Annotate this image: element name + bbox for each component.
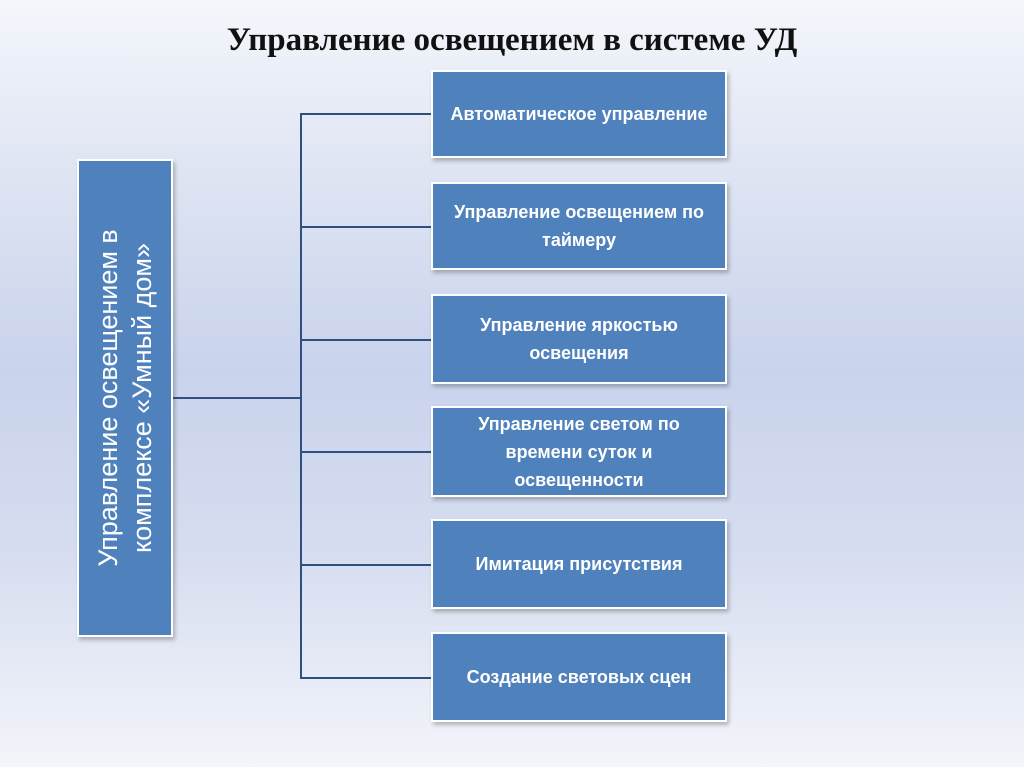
child-node-label: Управление светом по времени суток и осв… — [478, 413, 680, 490]
connector-branch-2 — [300, 226, 431, 228]
connector-trunk — [300, 113, 302, 678]
root-node: Управление освещением в комплексе «Умный… — [77, 159, 173, 637]
child-node-presence-imitation: Имитация присутствия — [431, 519, 727, 609]
connector-branch-5 — [300, 564, 431, 566]
root-node-label: Управление освещением в комплексе «Умный… — [93, 229, 157, 567]
child-node-label: Имитация присутствия — [475, 554, 683, 574]
child-node-timer-control: Управление освещением по таймеру — [431, 182, 727, 270]
connector-root-to-trunk — [173, 397, 301, 399]
child-node-label: Автоматическое управление — [450, 104, 708, 124]
child-node-automatic-control: Автоматическое управление — [431, 70, 727, 158]
connector-branch-1 — [300, 113, 431, 115]
connector-branch-4 — [300, 451, 431, 453]
connector-branch-3 — [300, 339, 431, 341]
child-node-label: Управление освещением по таймеру — [453, 202, 705, 250]
slide-title: Управление освещением в системе УД — [226, 22, 798, 58]
child-node-label: Создание световых сцен — [466, 667, 692, 687]
child-node-label: Управление яркостью освещения — [480, 315, 678, 363]
child-node-brightness-control: Управление яркостью освещения — [431, 294, 727, 384]
child-node-time-of-day-control: Управление светом по времени суток и осв… — [431, 406, 727, 497]
child-node-light-scenes: Создание световых сцен — [431, 632, 727, 722]
connector-branch-6 — [300, 677, 431, 679]
